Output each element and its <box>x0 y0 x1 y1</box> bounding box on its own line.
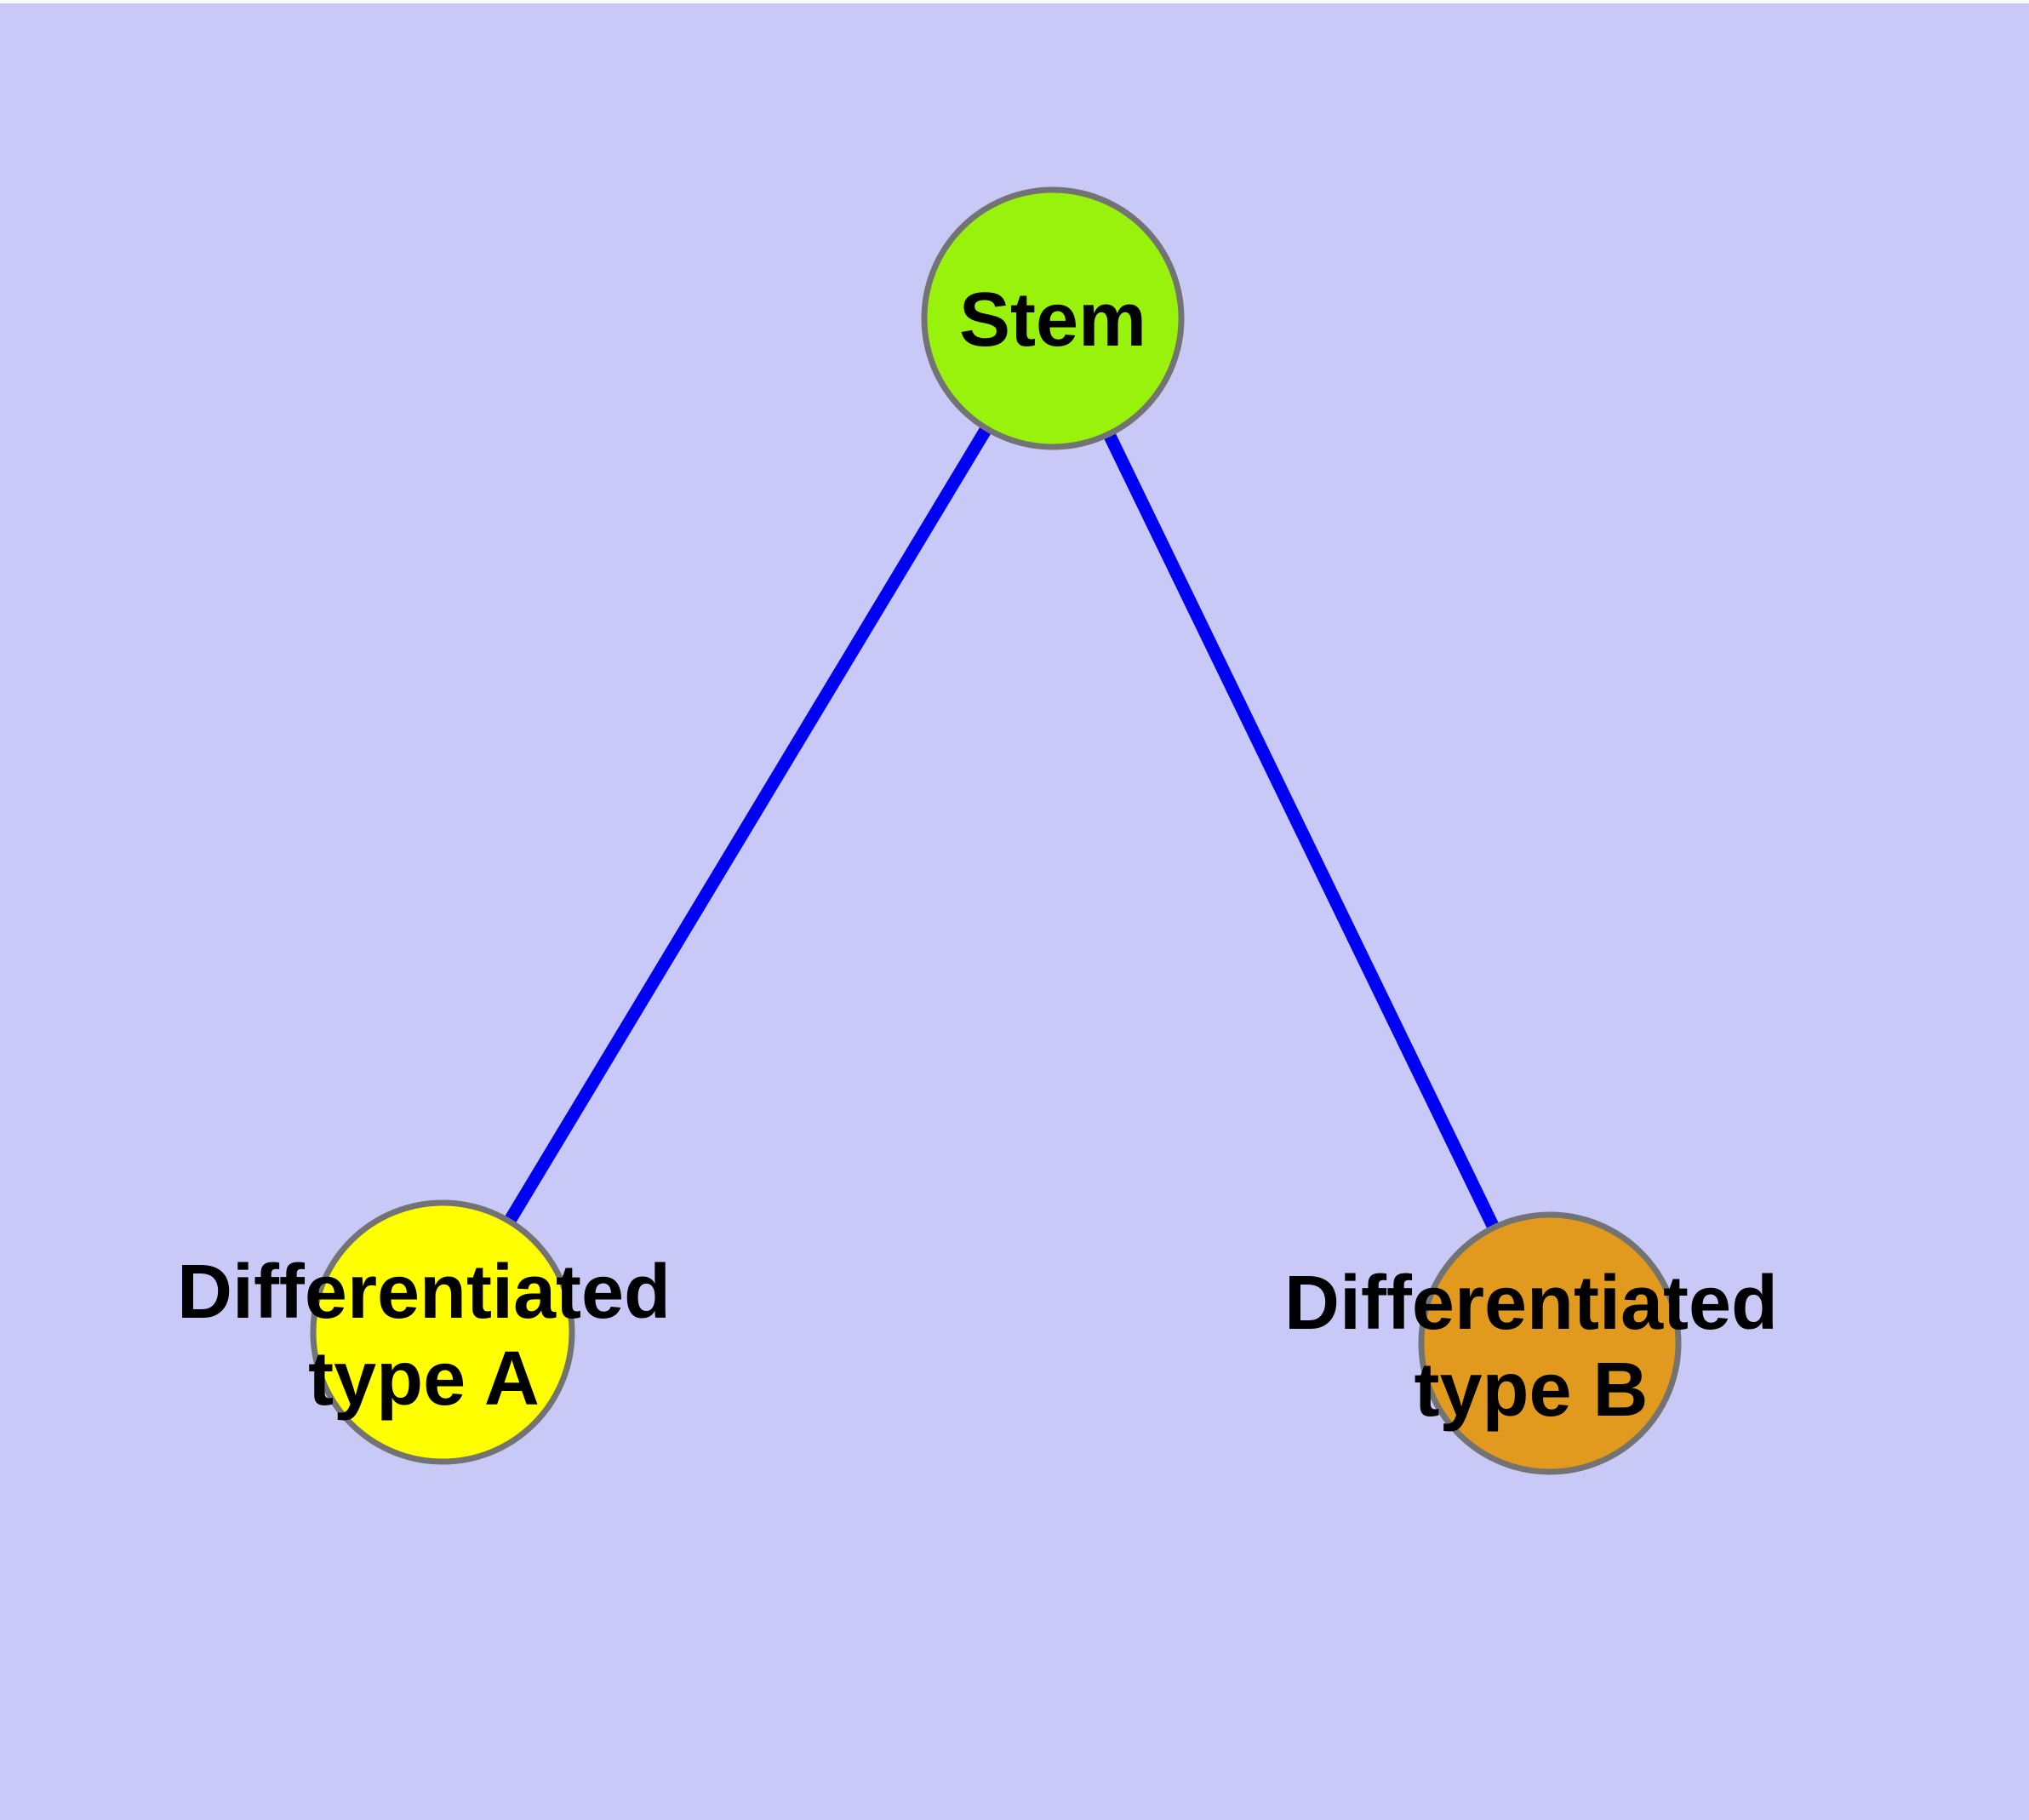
node-label-line: Stem <box>959 278 1146 363</box>
window-top-strip <box>0 0 2029 3</box>
node-label-line: type B <box>1414 1348 1648 1433</box>
node-circle-differentiated-type-a <box>310 1199 575 1465</box>
node-label-line: type A <box>308 1336 540 1422</box>
node-label-line: Differentiated <box>177 1250 671 1335</box>
edge-stem-to-differentiated-type-a <box>437 315 1059 1336</box>
edge-stem-to-differentiated-type-b <box>1047 315 1556 1347</box>
edges-layer <box>437 315 1556 1347</box>
node-circle-stem <box>921 186 1185 450</box>
node-label-line: Differentiated <box>1284 1261 1778 1346</box>
node-label-stem: Stem <box>959 278 1146 363</box>
nodes-layer <box>310 186 1682 1475</box>
node-circle-differentiated-type-b <box>1418 1211 1682 1475</box>
